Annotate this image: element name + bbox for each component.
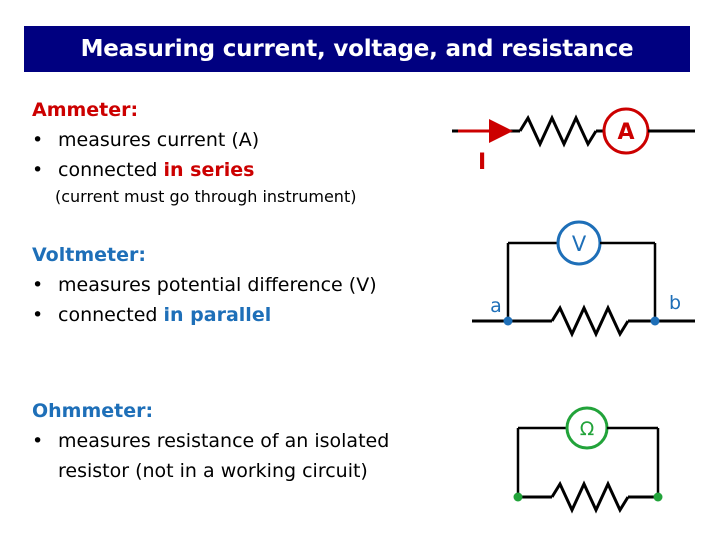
- node-b-dot: [650, 316, 660, 326]
- ammeter-note: (current must go through instrument): [55, 187, 357, 206]
- voltmeter-bullet-1: measures potential difference (V): [32, 270, 377, 300]
- voltmeter-heading: Voltmeter:: [32, 244, 146, 266]
- title-bar: Measuring current, voltage, and resistan…: [24, 26, 690, 72]
- voltmeter-symbol: V: [572, 232, 587, 256]
- ammeter-bullet-2-prefix: connected: [58, 159, 164, 181]
- node-a-dot: [503, 316, 513, 326]
- ammeter-circuit: A I: [452, 107, 695, 175]
- ohmmeter-node-right-dot: [653, 492, 663, 502]
- voltmeter-resistor: [550, 304, 630, 338]
- ammeter-heading: Ammeter:: [32, 99, 139, 121]
- voltmeter-circuit: V a b: [472, 220, 695, 338]
- ammeter-section: Ammeter: measures current (A) connected …: [32, 95, 259, 185]
- ammeter-bullet-2: connected in series: [32, 155, 259, 185]
- node-a-label: a: [490, 295, 502, 317]
- ohmmeter-heading: Ohmmeter:: [32, 400, 154, 422]
- ohmmeter-bullet-1: measures resistance of an isolated resis…: [32, 426, 389, 486]
- voltmeter-section: Voltmeter: measures potential difference…: [32, 240, 377, 330]
- ohmmeter-resistor: [550, 480, 630, 514]
- ammeter-bullet-1: measures current (A): [32, 125, 259, 155]
- ohmmeter-node-left-dot: [513, 492, 523, 502]
- ohmmeter-bullet-1-line-1: measures resistance of an isolated: [58, 430, 390, 452]
- ohmmeter-symbol: Ω: [580, 418, 595, 440]
- ohmmeter-bullet-1-line-2: resistor (not in a working circuit): [58, 460, 368, 482]
- voltmeter-bullet-2: connected in parallel: [32, 300, 377, 330]
- voltmeter-bullet-2-prefix: connected: [58, 304, 164, 326]
- ammeter-bullet-2-emph: in series: [163, 159, 255, 181]
- current-label: I: [478, 150, 486, 175]
- ohmmeter-section: Ohmmeter: measures resistance of an isol…: [32, 396, 389, 486]
- ammeter-symbol: A: [617, 120, 634, 145]
- voltmeter-bullet-1-text: measures potential difference (V): [58, 274, 377, 296]
- ammeter-resistor: [518, 114, 598, 148]
- page-title: Measuring current, voltage, and resistan…: [80, 36, 634, 62]
- ammeter-bullet-1-text: measures current (A): [58, 129, 260, 151]
- ohmmeter-circuit: Ω: [513, 406, 663, 514]
- voltmeter-bullet-2-emph: in parallel: [163, 304, 272, 326]
- node-b-label: b: [669, 292, 681, 314]
